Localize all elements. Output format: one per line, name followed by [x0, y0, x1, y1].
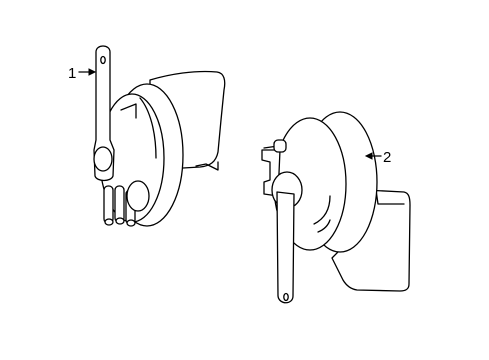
callout-1-label: 1	[68, 65, 76, 82]
horn-2-terminal-cap	[273, 139, 287, 153]
horn-2-rear-housing	[331, 189, 411, 292]
horn-1-bracket-hole	[100, 55, 106, 65]
horn-1-mounting-bracket	[93, 45, 115, 182]
horn-part-2: 2	[261, 111, 411, 304]
horn-2-bracket-hole	[283, 292, 289, 302]
horn-2-mounting-bracket	[276, 191, 295, 304]
horn-1-terminal-a	[103, 185, 114, 224]
horn-1-nut	[93, 146, 113, 172]
horn-1-centre-boss	[126, 180, 150, 212]
horn-part-1: 1	[68, 45, 226, 227]
horn-1-terminal-b	[114, 185, 125, 223]
callout-2-label: 2	[383, 149, 391, 166]
